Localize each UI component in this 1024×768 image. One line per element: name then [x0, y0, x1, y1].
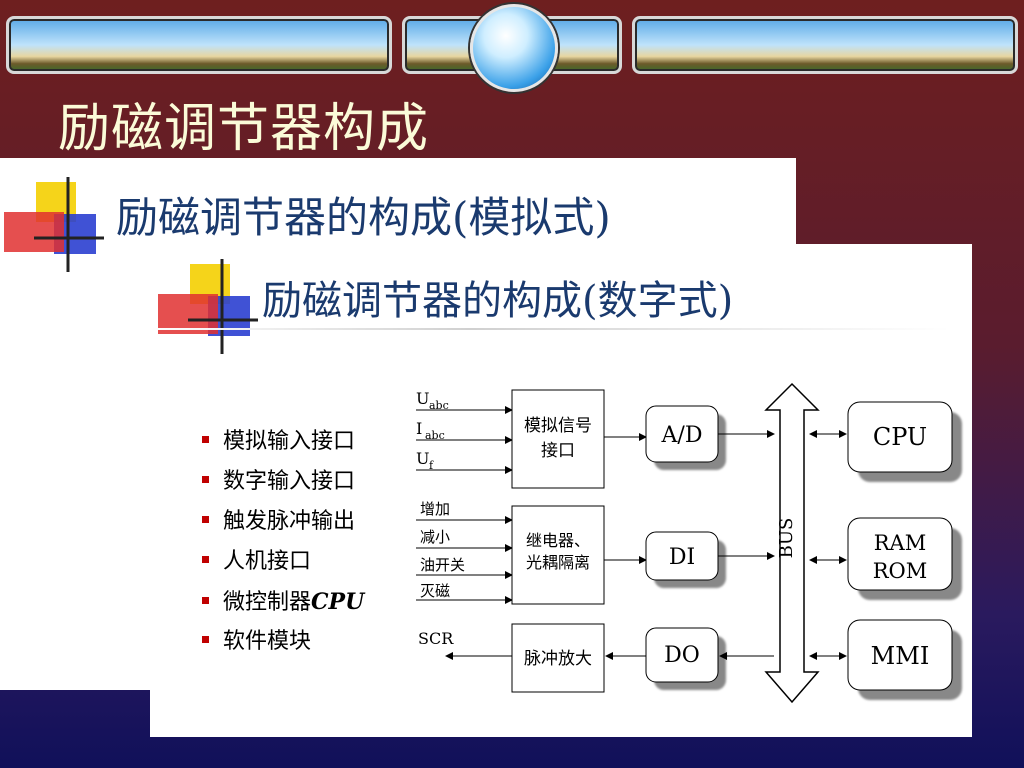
system-bus: BUS	[764, 382, 820, 704]
svg-text:BUS: BUS	[776, 518, 797, 559]
svg-text:RAM: RAM	[874, 531, 926, 555]
pulse-amplifier-box: 脉冲放大	[511, 623, 605, 693]
block-diagram: U abc I abc U f 增加 减小 油开关 灭磁 SCR 模拟信号	[416, 382, 958, 704]
di-box: DI	[645, 531, 722, 584]
bullet-icon	[202, 635, 209, 643]
analog-interface-box: 模拟信号 接口	[511, 389, 605, 489]
bullet-icon	[202, 475, 209, 483]
list-item: 触发脉冲输出	[202, 502, 364, 542]
svg-text:abc: abc	[425, 429, 445, 442]
input-label-i: I	[416, 419, 422, 438]
svg-text:abc: abc	[429, 399, 449, 412]
digital-inputs: 增加 减小 油开关 灭磁	[416, 500, 513, 604]
title-divider	[150, 328, 950, 330]
list-item: 数字输入接口	[202, 462, 364, 502]
svg-text:继电器、: 继电器、	[526, 531, 590, 550]
do-box: DO	[645, 627, 722, 686]
input-label-breaker: 油开关	[420, 556, 465, 574]
bullet-icon	[202, 555, 209, 563]
svg-text:A/D: A/D	[661, 423, 703, 448]
ad-converter-box: A/D	[645, 405, 722, 466]
relay-isolation-box: 继电器、 光耦隔离	[511, 505, 605, 605]
globe-icon	[470, 4, 558, 92]
input-label-deexcite: 灭磁	[420, 582, 450, 600]
svg-text:接口: 接口	[541, 441, 575, 461]
svg-text:DI: DI	[669, 545, 695, 570]
svg-text:CPU: CPU	[873, 423, 927, 451]
svg-text:DO: DO	[664, 643, 700, 668]
bullet-icon	[202, 435, 209, 443]
bullet-icon	[202, 596, 209, 604]
digital-slide-title: 励磁调节器的构成(数字式)	[262, 278, 734, 324]
input-label-uf: U	[416, 449, 429, 468]
list-item: 人机接口	[202, 542, 364, 582]
header-banner-right	[632, 16, 1018, 74]
slide-digital: 励磁调节器的构成(数字式) 模拟输入接口 数字输入接口 触发脉冲输出 人机接口 …	[150, 244, 972, 737]
page-title: 励磁调节器构成	[58, 99, 430, 159]
svg-text:ROM: ROM	[873, 559, 928, 583]
analog-inputs: U abc I abc U f	[416, 389, 513, 474]
output-label-scr: SCR	[418, 629, 454, 648]
memory-box: RAM ROM	[847, 517, 958, 596]
svg-text:MMI: MMI	[871, 642, 930, 670]
list-item: 模拟输入接口	[202, 422, 364, 462]
svg-text:模拟信号: 模拟信号	[524, 416, 592, 436]
input-label-u: U	[416, 389, 429, 408]
header-banner-left	[6, 16, 392, 74]
list-item: 微控制器CPU	[202, 582, 364, 622]
feature-list: 模拟输入接口 数字输入接口 触发脉冲输出 人机接口 微控制器CPU 软件模块	[202, 422, 364, 662]
slide-decoration-icon	[4, 177, 104, 272]
bullet-icon	[202, 515, 209, 523]
input-label-decrease: 减小	[420, 528, 450, 546]
analog-slide-title: 励磁调节器的构成(模拟式)	[116, 193, 611, 242]
cpu-box: CPU	[847, 401, 958, 478]
input-label-increase: 增加	[420, 500, 450, 518]
svg-text:脉冲放大: 脉冲放大	[524, 649, 592, 669]
mmi-box: MMI	[847, 619, 958, 696]
svg-text:光耦隔离: 光耦隔离	[526, 553, 590, 572]
list-item: 软件模块	[202, 622, 364, 662]
svg-text:f: f	[429, 459, 434, 472]
